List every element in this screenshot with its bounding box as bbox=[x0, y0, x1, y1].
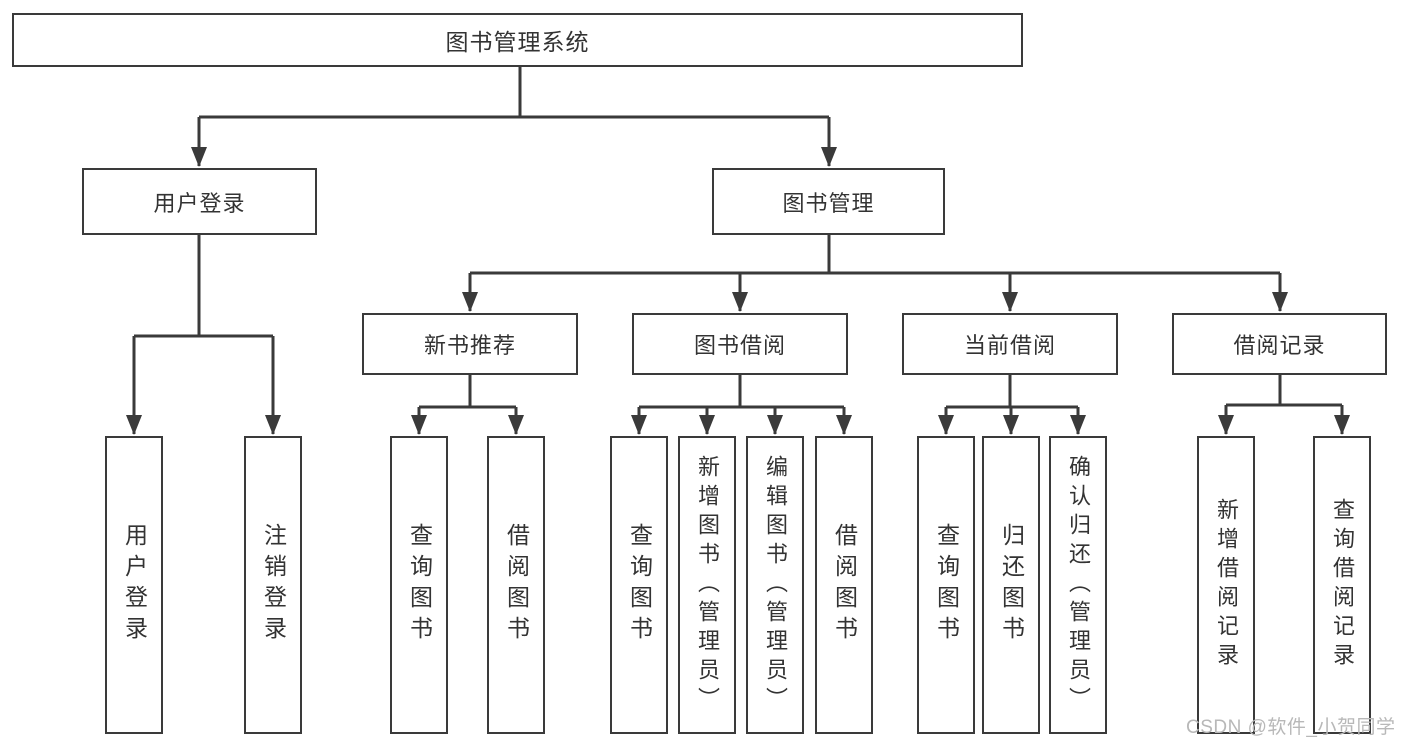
node-current-borrow-label: 当前借阅 bbox=[963, 333, 1056, 358]
node-current-borrow: 当前借阅 bbox=[902, 313, 1118, 375]
wire-root-to-level2 bbox=[191, 67, 837, 167]
leaf-newbooks-borrow: 借阅图书 bbox=[487, 436, 545, 734]
leaf-records-query-label: 查询借阅记录 bbox=[1330, 498, 1355, 672]
leaf-logout-label: 注销登录 bbox=[260, 523, 287, 647]
leaf-borrow-borrow-label: 借阅图书 bbox=[831, 523, 858, 647]
wire-book-mgmt-children bbox=[462, 235, 1288, 312]
leaf-borrow-edit-label: 编辑图书（管理员） bbox=[763, 454, 788, 716]
node-book-management-label: 图书管理 bbox=[782, 190, 875, 216]
leaf-borrow-edit: 编辑图书（管理员） bbox=[746, 436, 804, 734]
leaf-current-query: 查询图书 bbox=[917, 436, 975, 734]
leaf-current-query-label: 查询图书 bbox=[933, 523, 960, 647]
wire-user-login-children bbox=[126, 235, 281, 435]
leaf-current-return: 归还图书 bbox=[982, 436, 1040, 734]
leaf-borrow-query-label: 查询图书 bbox=[626, 523, 653, 647]
wire-book-borrow-children bbox=[631, 375, 852, 435]
leaf-newbooks-borrow-label: 借阅图书 bbox=[503, 523, 530, 647]
node-user-login: 用户登录 bbox=[82, 168, 317, 235]
node-borrow-records: 借阅记录 bbox=[1172, 313, 1387, 375]
node-library-system-label: 图书管理系统 bbox=[445, 29, 590, 55]
node-user-login-label: 用户登录 bbox=[153, 190, 246, 216]
node-new-book-recommend: 新书推荐 bbox=[362, 313, 578, 375]
watermark: CSDN @软件_小贺同学 bbox=[1186, 717, 1396, 738]
wire-borrow-records-children bbox=[1218, 375, 1350, 435]
leaf-borrow-borrow: 借阅图书 bbox=[815, 436, 873, 734]
node-borrow-records-label: 借阅记录 bbox=[1233, 333, 1326, 358]
leaf-records-add-label: 新增借阅记录 bbox=[1214, 498, 1239, 672]
leaf-current-return-label: 归还图书 bbox=[998, 523, 1025, 647]
leaf-borrow-query: 查询图书 bbox=[610, 436, 668, 734]
leaf-borrow-add-label: 新增图书（管理员） bbox=[695, 454, 720, 716]
leaf-user-login: 用户登录 bbox=[105, 436, 163, 734]
leaf-logout: 注销登录 bbox=[244, 436, 302, 734]
leaf-newbooks-query-label: 查询图书 bbox=[406, 523, 433, 647]
wire-new-books-children bbox=[411, 375, 524, 435]
leaf-records-add: 新增借阅记录 bbox=[1197, 436, 1255, 734]
leaf-current-confirm-label: 确认归还（管理员） bbox=[1066, 454, 1091, 716]
node-book-borrow-label: 图书借阅 bbox=[693, 333, 786, 358]
wire-current-borrow-children bbox=[938, 375, 1086, 435]
node-book-management: 图书管理 bbox=[712, 168, 945, 235]
node-book-borrow: 图书借阅 bbox=[632, 313, 848, 375]
node-new-book-recommend-label: 新书推荐 bbox=[423, 333, 516, 358]
leaf-records-query: 查询借阅记录 bbox=[1313, 436, 1371, 734]
leaf-newbooks-query: 查询图书 bbox=[390, 436, 448, 734]
node-library-system: 图书管理系统 bbox=[12, 13, 1023, 67]
leaf-user-login-label: 用户登录 bbox=[121, 523, 148, 647]
leaf-borrow-add: 新增图书（管理员） bbox=[678, 436, 736, 734]
leaf-current-confirm: 确认归还（管理员） bbox=[1049, 436, 1107, 734]
